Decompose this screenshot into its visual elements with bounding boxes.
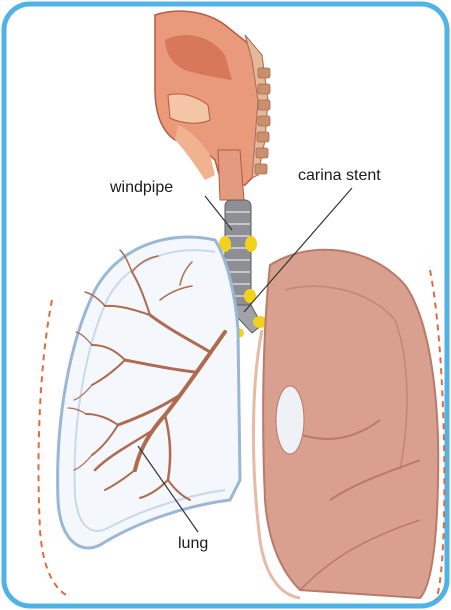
- right-lung: [253, 250, 444, 600]
- windpipe-label: windpipe: [110, 180, 173, 196]
- lung-label: lung: [178, 536, 208, 552]
- carina-stent-label: carina stent: [298, 168, 381, 184]
